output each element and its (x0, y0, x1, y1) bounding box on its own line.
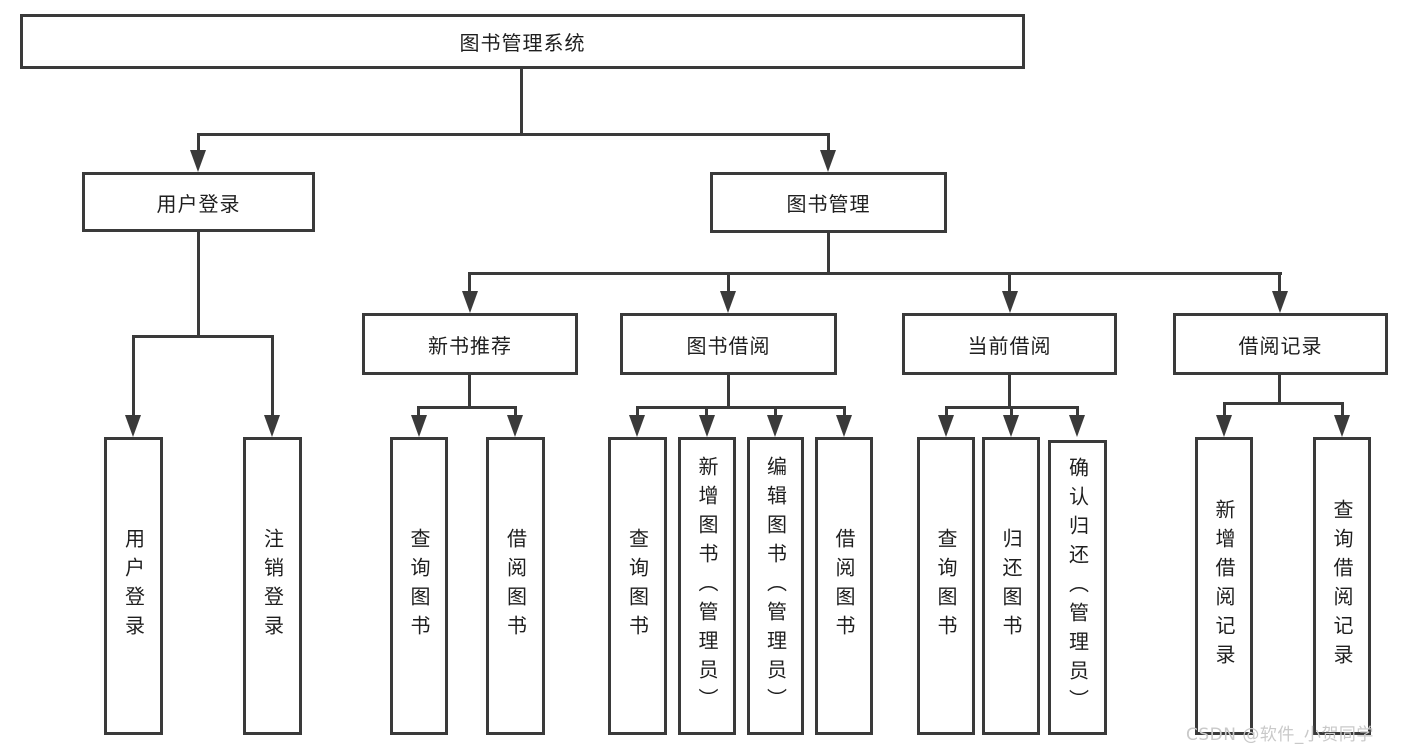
node-leaf-user-login: 用户登录 (104, 437, 163, 735)
node-leaf-br-query-record: 查询借阅记录 (1313, 437, 1371, 735)
leaf-label: 查询图书 (407, 528, 431, 644)
node-book-borrowing: 图书借阅 (620, 313, 837, 375)
connector-borrowrecords-hbar (1223, 402, 1344, 405)
arrowhead-down-icon (1002, 291, 1018, 313)
connector-bookborrow-drop (636, 406, 639, 417)
connector-userlogin-hbar (132, 335, 274, 338)
arrowhead-down-icon (720, 291, 736, 313)
connector-newbooks-hbar (417, 406, 517, 409)
leaf-label: 新增图书（管理员） (695, 455, 719, 717)
node-leaf-bb-borrow-books: 借阅图书 (815, 437, 873, 735)
connector-userlogin-drop (271, 335, 274, 417)
connector-bookmgmt-hbar (468, 272, 1282, 275)
connector-root-hbar (197, 133, 830, 136)
connector-bookborrow-drop (705, 406, 708, 417)
arrowhead-down-icon (1003, 415, 1019, 437)
connector-root-stem (520, 69, 523, 133)
node-leaf-bb-add-books-admin: 新增图书（管理员） (678, 437, 736, 735)
node-current-borrowing-label: 当前借阅 (967, 333, 1052, 358)
connector-newbooks-stem (468, 375, 471, 406)
leaf-label: 归还图书 (999, 528, 1023, 644)
leaf-label: 编辑图书（管理员） (763, 455, 788, 717)
node-user-login-label: 用户登录 (156, 191, 241, 216)
connector-borrowrecords-drop (1341, 402, 1344, 417)
connector-bookmgmt-stem (827, 233, 830, 272)
connector-borrowrecords-stem (1278, 375, 1281, 405)
leaf-label: 查询图书 (934, 528, 958, 644)
node-current-borrowing: 当前借阅 (902, 313, 1117, 375)
node-borrowing-records: 借阅记录 (1173, 313, 1388, 375)
arrowhead-down-icon (938, 415, 954, 437)
leaf-label: 新增借阅记录 (1212, 499, 1236, 673)
arrowhead-down-icon (767, 415, 783, 437)
node-root-label: 图书管理系统 (459, 31, 586, 55)
arrowhead-down-icon (820, 150, 836, 172)
node-book-management: 图书管理 (710, 172, 947, 233)
arrowhead-down-icon (1272, 291, 1288, 313)
node-leaf-cb-confirm-return-admin: 确认归还（管理员） (1048, 440, 1107, 735)
node-leaf-nb-borrow-books: 借阅图书 (486, 437, 545, 735)
connector-bookborrow-hbar (636, 406, 846, 409)
arrowhead-down-icon (264, 415, 280, 437)
connector-userlogin-stem (197, 232, 200, 335)
arrowhead-down-icon (1069, 415, 1085, 437)
arrowhead-down-icon (411, 415, 427, 437)
arrowhead-down-icon (699, 415, 715, 437)
leaf-label: 借阅图书 (503, 528, 528, 644)
arrowhead-down-icon (190, 150, 206, 172)
connector-userlogin-drop (132, 335, 135, 417)
arrowhead-down-icon (462, 291, 478, 313)
leaf-label: 确认归还（管理员） (1065, 457, 1090, 718)
node-leaf-cb-return-books: 归还图书 (982, 437, 1040, 735)
connector-currentborrow-drop (945, 406, 948, 417)
leaf-label: 查询借阅记录 (1330, 499, 1354, 673)
connector-root-drop-left (197, 133, 200, 152)
node-leaf-cb-query-books: 查询图书 (917, 437, 975, 735)
leaf-label: 借阅图书 (832, 528, 856, 644)
node-user-login: 用户登录 (82, 172, 315, 232)
connector-currentborrow-drop (1076, 406, 1079, 417)
connector-newbooks-drop (514, 406, 517, 417)
node-leaf-bb-query-books: 查询图书 (608, 437, 667, 735)
arrowhead-down-icon (1216, 415, 1232, 437)
connector-bookborrow-drop (843, 406, 846, 417)
node-root: 图书管理系统 (20, 14, 1025, 69)
node-new-book-recommend-label: 新书推荐 (428, 333, 512, 358)
connector-bookmgmt-drop (1278, 272, 1281, 293)
node-book-management-label: 图书管理 (786, 192, 871, 216)
node-leaf-logout: 注销登录 (243, 437, 302, 735)
arrowhead-down-icon (507, 415, 523, 437)
leaf-label: 用户登录 (121, 528, 146, 644)
arrowhead-down-icon (1334, 415, 1350, 437)
node-borrowing-records-label: 借阅记录 (1238, 333, 1323, 358)
node-new-book-recommend: 新书推荐 (362, 313, 578, 375)
leaf-label: 注销登录 (260, 528, 285, 644)
arrowhead-down-icon (125, 415, 141, 437)
connector-bookmgmt-drop (1008, 272, 1011, 293)
node-leaf-bb-edit-books-admin: 编辑图书（管理员） (747, 437, 804, 735)
connector-currentborrow-drop (1010, 406, 1013, 417)
arrowhead-down-icon (836, 415, 852, 437)
node-leaf-br-add-record: 新增借阅记录 (1195, 437, 1253, 735)
connector-currentborrow-stem (1008, 375, 1011, 406)
connector-borrowrecords-drop (1223, 402, 1226, 417)
node-leaf-nb-query-books: 查询图书 (390, 437, 448, 735)
connector-bookborrow-drop (774, 406, 777, 417)
connector-bookborrow-stem (727, 375, 730, 406)
connector-bookmgmt-drop (468, 272, 471, 293)
leaf-label: 查询图书 (625, 528, 650, 644)
csdn-watermark: CSDN @软件_小贺同学 (1186, 725, 1374, 745)
node-book-borrowing-label: 图书借阅 (686, 333, 771, 358)
connector-root-drop-right (827, 133, 830, 152)
arrowhead-down-icon (629, 415, 645, 437)
connector-bookmgmt-drop (727, 272, 730, 293)
connector-newbooks-drop (417, 406, 420, 417)
